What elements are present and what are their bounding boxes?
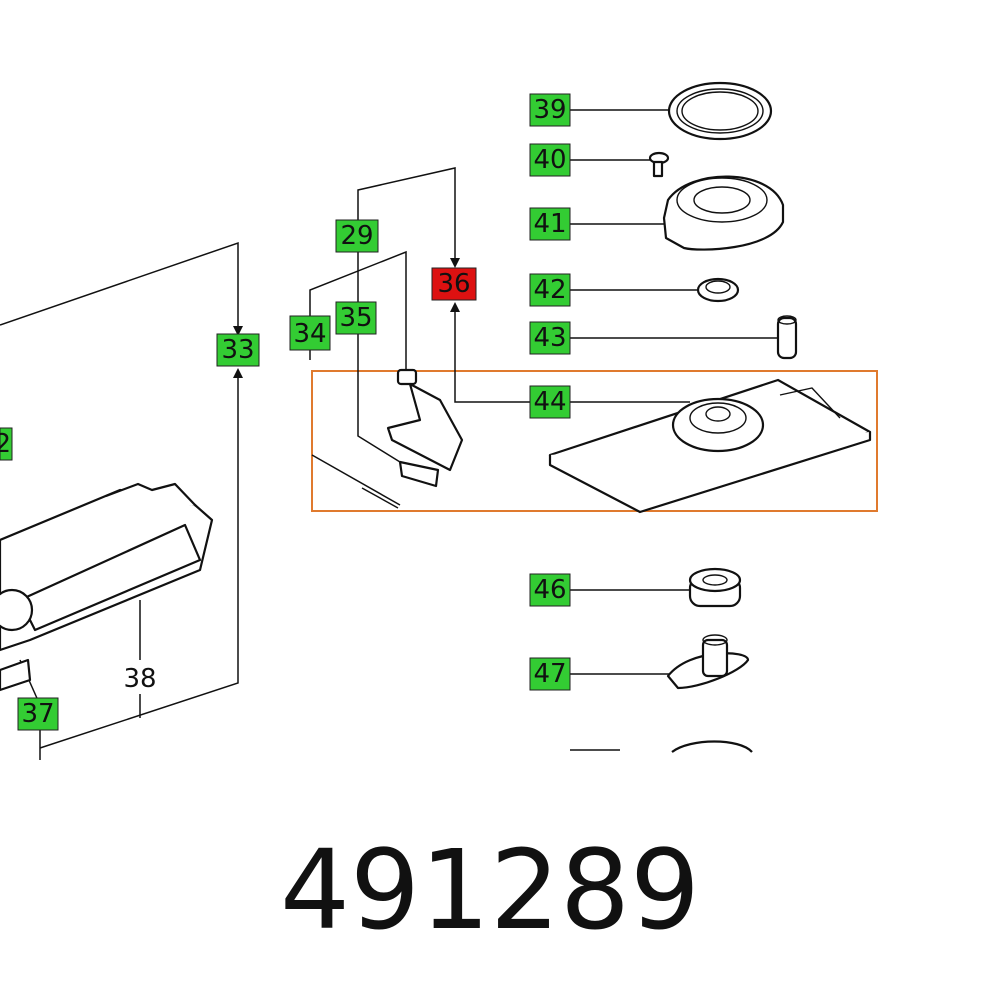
- leader-lines: [0, 109, 778, 760]
- callout-box: [529, 207, 571, 241]
- callout-box: [529, 573, 571, 607]
- callout-label: 47: [533, 659, 566, 689]
- callout-44[interactable]: 44: [529, 385, 571, 419]
- part-34-35-bracket: [361, 368, 464, 509]
- callout-box: [529, 93, 571, 127]
- callout-46[interactable]: 46: [529, 573, 571, 607]
- part-40-screw: [648, 151, 670, 178]
- callout-label: 36: [437, 269, 470, 299]
- callout-29[interactable]: 29: [335, 219, 379, 253]
- callout-box: [289, 315, 331, 351]
- part-48-partial: [671, 740, 753, 753]
- callout-47[interactable]: 47: [529, 657, 571, 691]
- callout-box: [17, 697, 59, 731]
- part-42-nut: [696, 277, 740, 303]
- callout-label: 41: [533, 209, 566, 239]
- callout-layer: 39 40 41 42 43 44 46 47 29 33 34 35 37 2 36: [0, 93, 571, 731]
- callout-box: [529, 143, 571, 177]
- part-46-bearing: [688, 567, 742, 608]
- part-44-base-plate: [548, 378, 872, 514]
- callout-42[interactable]: 42: [529, 273, 571, 307]
- callout-box: [0, 427, 13, 461]
- callout-34[interactable]: 34: [289, 315, 331, 351]
- callout-box: [335, 301, 377, 335]
- callout-35[interactable]: 35: [335, 301, 377, 335]
- callout-41[interactable]: 41: [529, 207, 571, 241]
- callout-box: [529, 273, 571, 307]
- callout-37[interactable]: 37: [17, 697, 59, 731]
- callout-39[interactable]: 39: [529, 93, 571, 127]
- callout-label: 43: [533, 323, 566, 353]
- callout-2[interactable]: 2: [0, 427, 13, 461]
- callout-33[interactable]: 33: [216, 333, 260, 367]
- callout-label: 35: [339, 303, 372, 333]
- callout-box: [431, 267, 477, 301]
- callout-box: [529, 657, 571, 691]
- callout-label: 29: [340, 221, 373, 251]
- callout-label: 33: [221, 335, 254, 365]
- callout-box: [216, 333, 260, 367]
- callout-label: 42: [533, 275, 566, 305]
- callout-label: 44: [533, 387, 566, 417]
- callout-label: 46: [533, 575, 566, 605]
- part-41-housing: [662, 175, 785, 251]
- part-39-ring: [667, 81, 773, 141]
- label-38: 38: [123, 664, 156, 694]
- callout-label: 37: [21, 699, 54, 729]
- callout-40[interactable]: 40: [529, 143, 571, 177]
- part-47-eccentric: [666, 634, 750, 690]
- callout-box: [529, 385, 571, 419]
- callout-label: 34: [293, 319, 326, 349]
- highlight-frame: [311, 370, 878, 512]
- part-number: 491289: [280, 826, 700, 954]
- callout-box: [529, 321, 571, 355]
- part-43-pin: [776, 315, 798, 360]
- callout-43[interactable]: 43: [529, 321, 571, 355]
- callout-label: 40: [533, 145, 566, 175]
- callout-box: [335, 219, 379, 253]
- callout-label: 39: [533, 95, 566, 125]
- callout-label: 2: [0, 429, 11, 459]
- callout-36-selected[interactable]: 36: [431, 267, 477, 301]
- part-38-handle-housing: [0, 482, 214, 692]
